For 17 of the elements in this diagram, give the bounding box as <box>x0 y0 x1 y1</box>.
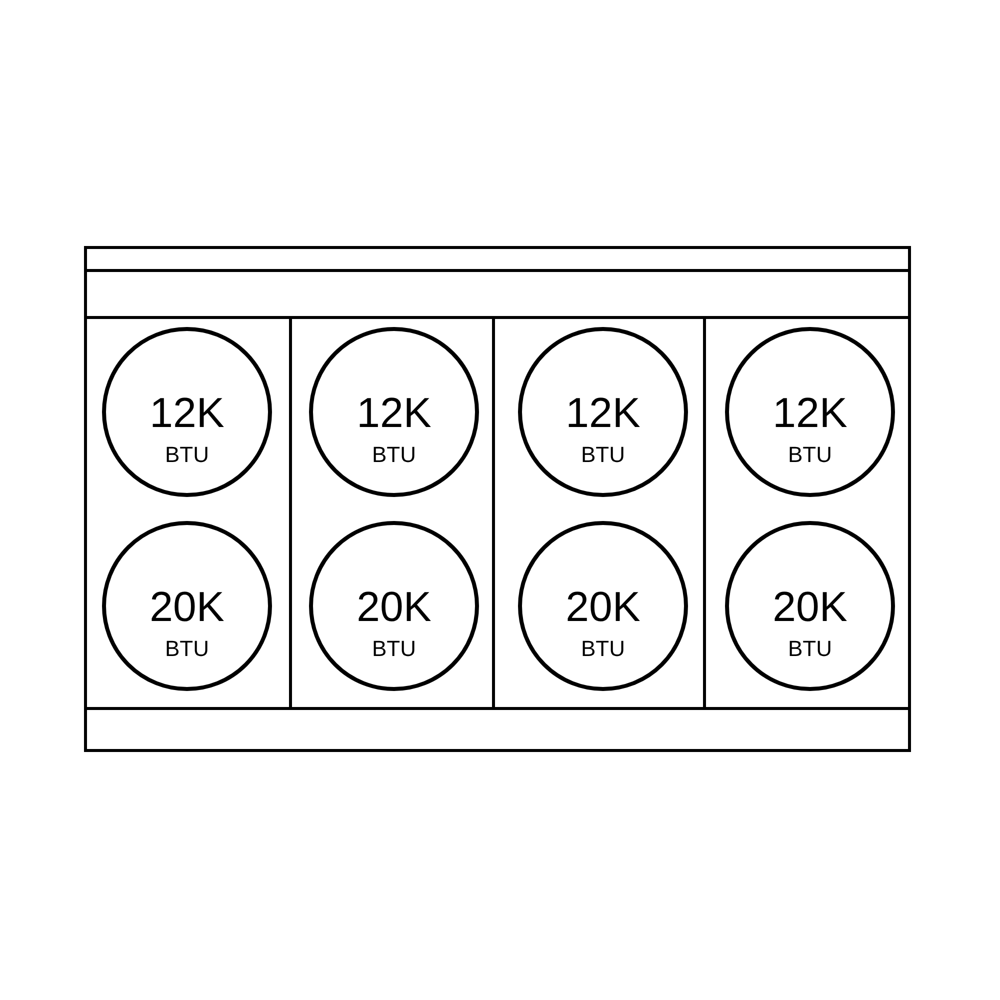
unit-label: BTU <box>165 443 209 467</box>
burner-rating: 20K <box>772 585 848 629</box>
burner-rating: 12K <box>772 391 848 435</box>
unit-label: BTU <box>581 443 625 467</box>
burner-rating: 12K <box>150 391 224 435</box>
unit-label: BTU <box>788 443 832 467</box>
burner-rating: 20K <box>566 585 640 629</box>
unit-label: BTU <box>581 637 625 661</box>
unit-label: BTU <box>372 637 416 661</box>
unit-label: BTU <box>165 637 209 661</box>
burner-rating: 12K <box>356 391 432 435</box>
burner-rating: 12K <box>566 391 640 435</box>
burner-rating: 20K <box>356 585 432 629</box>
unit-label: BTU <box>788 637 832 661</box>
unit-label: BTU <box>372 443 416 467</box>
burner-rating: 20K <box>150 585 224 629</box>
range-top-outline <box>84 246 911 752</box>
